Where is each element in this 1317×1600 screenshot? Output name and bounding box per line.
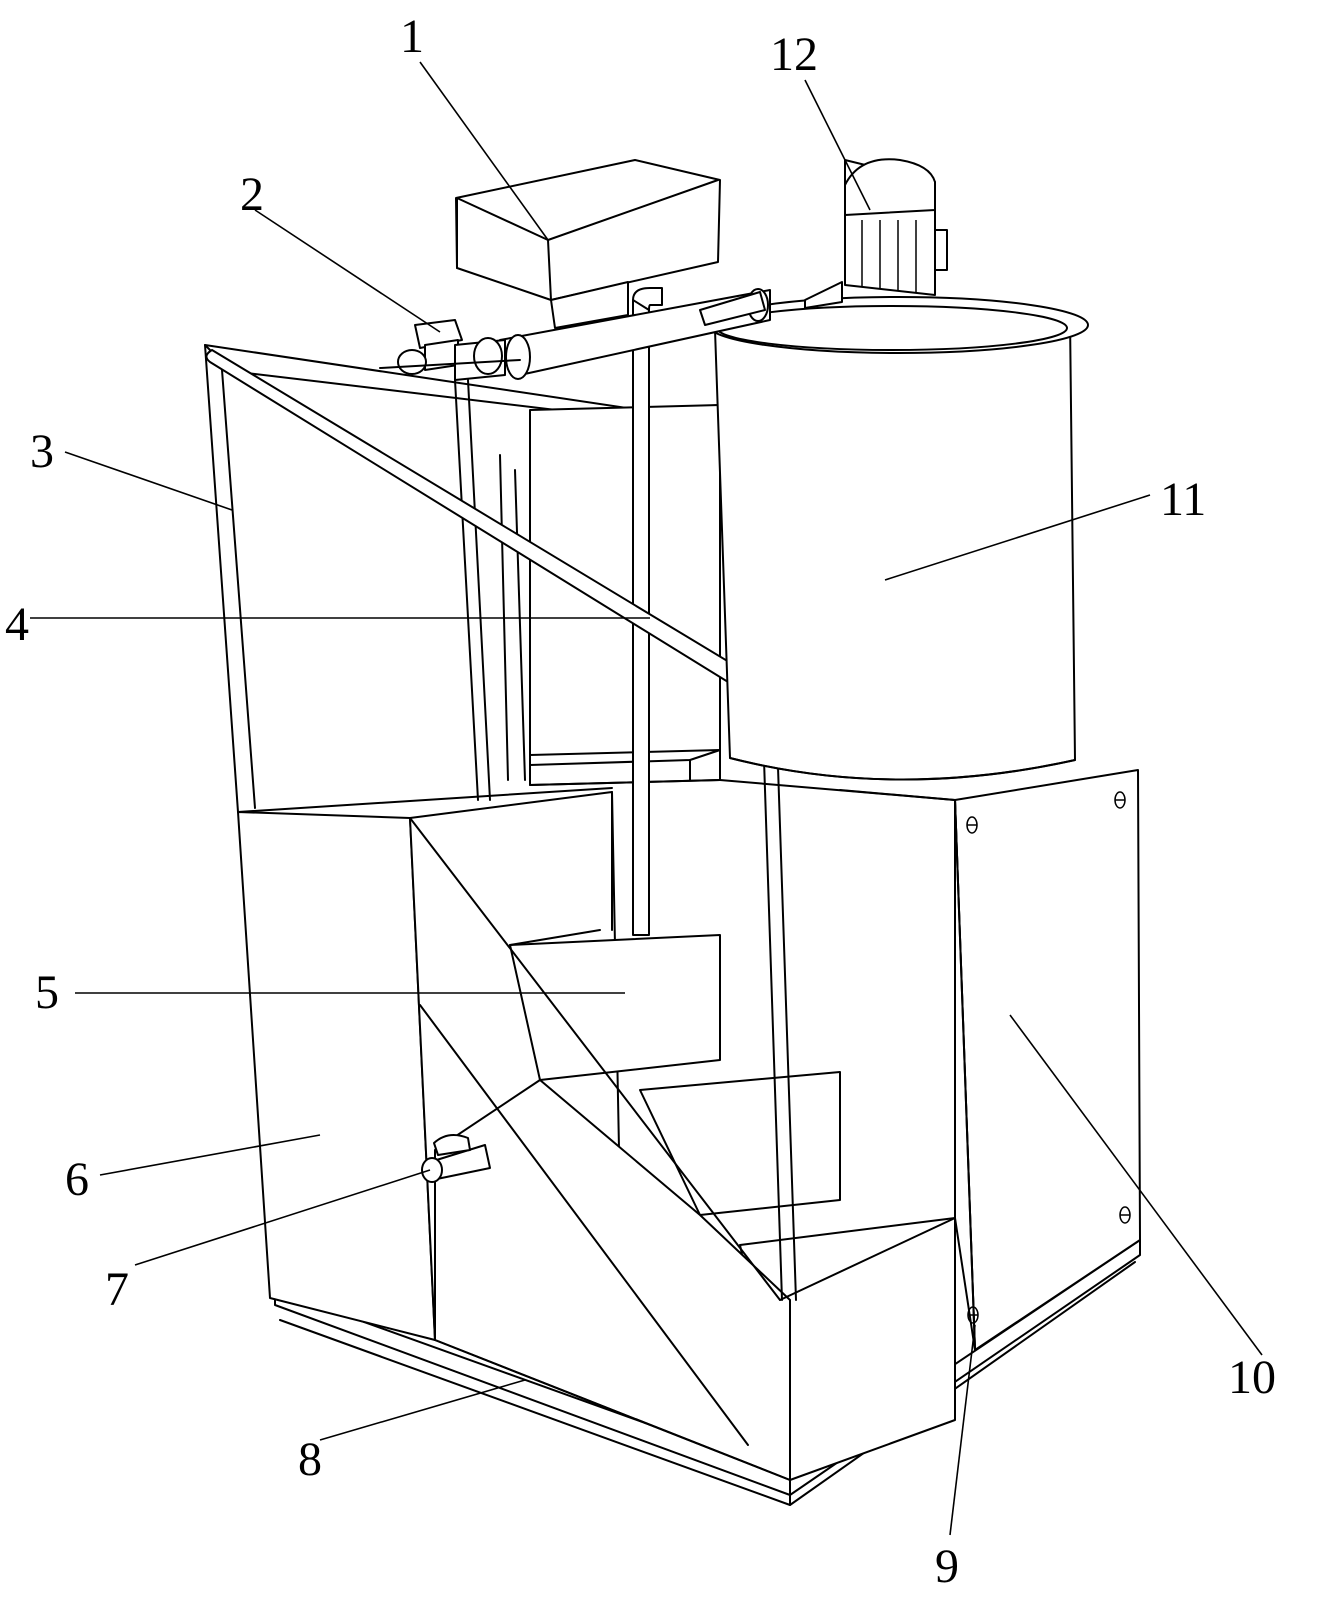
callout-2: 2 bbox=[240, 168, 264, 221]
callout-1: 1 bbox=[400, 10, 424, 63]
hopper-1 bbox=[455, 159, 721, 329]
leader-lines bbox=[30, 61, 1263, 1536]
callout-5: 5 bbox=[35, 966, 59, 1019]
right-cabinet bbox=[719, 769, 1141, 1351]
screw-conveyor bbox=[499, 288, 771, 380]
bolt-9-set bbox=[966, 791, 1131, 1324]
callout-4: 4 bbox=[5, 598, 29, 651]
callout-11: 11 bbox=[1160, 473, 1206, 526]
callout-8: 8 bbox=[298, 1433, 322, 1486]
callout-10: 10 bbox=[1228, 1351, 1276, 1404]
callout-3: 3 bbox=[30, 425, 54, 478]
pump-2 bbox=[379, 319, 521, 381]
callout-9: 9 bbox=[935, 1540, 959, 1593]
drain-valve-7 bbox=[421, 1133, 491, 1183]
callout-12: 12 bbox=[770, 28, 818, 81]
callout-6: 6 bbox=[65, 1153, 89, 1206]
motor-12 bbox=[804, 158, 948, 309]
callout-7: 7 bbox=[105, 1263, 129, 1316]
mixing-tank-11 bbox=[707, 296, 1089, 781]
callout-labels: 1 2 3 4 5 6 7 8 9 10 11 12 bbox=[5, 10, 1276, 1593]
